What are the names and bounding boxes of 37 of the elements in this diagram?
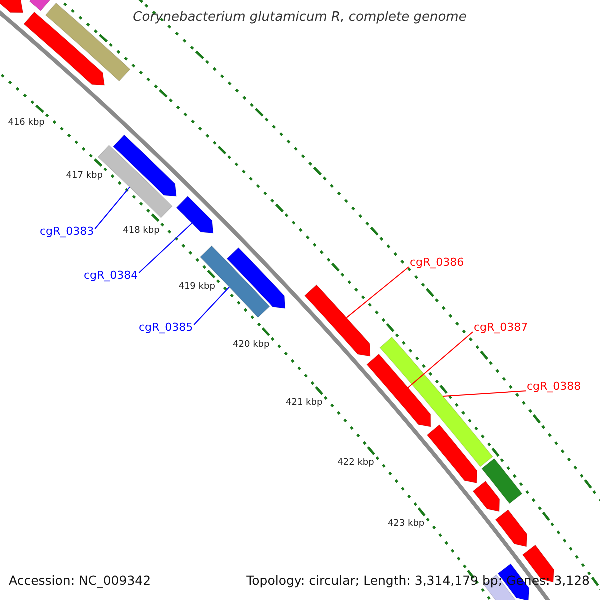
leader-line — [194, 286, 230, 326]
gene-pentagon — [426, 424, 478, 484]
leader-line — [408, 332, 474, 388]
scale-label: 419 kbp — [178, 283, 216, 294]
footer-text: Accession: NC_009342 — [9, 574, 152, 588]
gene-pentagon — [176, 196, 214, 234]
scale-label: 420 kbp — [233, 340, 270, 350]
gene-pentagon — [113, 134, 177, 197]
leader-line — [442, 390, 526, 398]
scale-label: 421 kbp — [286, 399, 323, 410]
gene-label: cgR_0386 — [410, 257, 464, 270]
gene-bar — [45, 2, 131, 82]
gene-pentagon — [226, 247, 286, 309]
gene-pentagon — [24, 12, 106, 86]
gene-label: cgR_0383 — [40, 226, 94, 238]
gene-pentagon — [366, 354, 432, 428]
leader-line — [94, 186, 130, 230]
scale-label: 416 kbp — [8, 118, 45, 129]
gene-pentagon — [472, 480, 500, 512]
gene-bar — [380, 336, 494, 468]
gene-label: cgR_0388 — [527, 381, 582, 394]
gene-pentagon — [304, 284, 371, 357]
gene-label: cgR_0384 — [84, 270, 138, 282]
gene-bar — [482, 458, 523, 504]
leader-line — [346, 266, 410, 318]
gene-pentagon — [495, 510, 528, 548]
gene-pentagon — [0, 0, 24, 14]
map-title: Corynebacterium glutamicum R, complete genome — [132, 11, 468, 26]
gene-bar — [29, 0, 52, 12]
scale-label: 418 kbp — [123, 227, 160, 238]
gene-label: cgR_0387 — [474, 322, 528, 334]
leader-line — [138, 222, 193, 274]
scale-label: 417 kbp — [66, 172, 103, 182]
gene-bar — [200, 246, 270, 318]
gene-label: cgR_0385 — [139, 322, 194, 334]
scale-label: 422 kbp — [338, 458, 374, 469]
scale-label: 423 kbp — [388, 520, 425, 530]
